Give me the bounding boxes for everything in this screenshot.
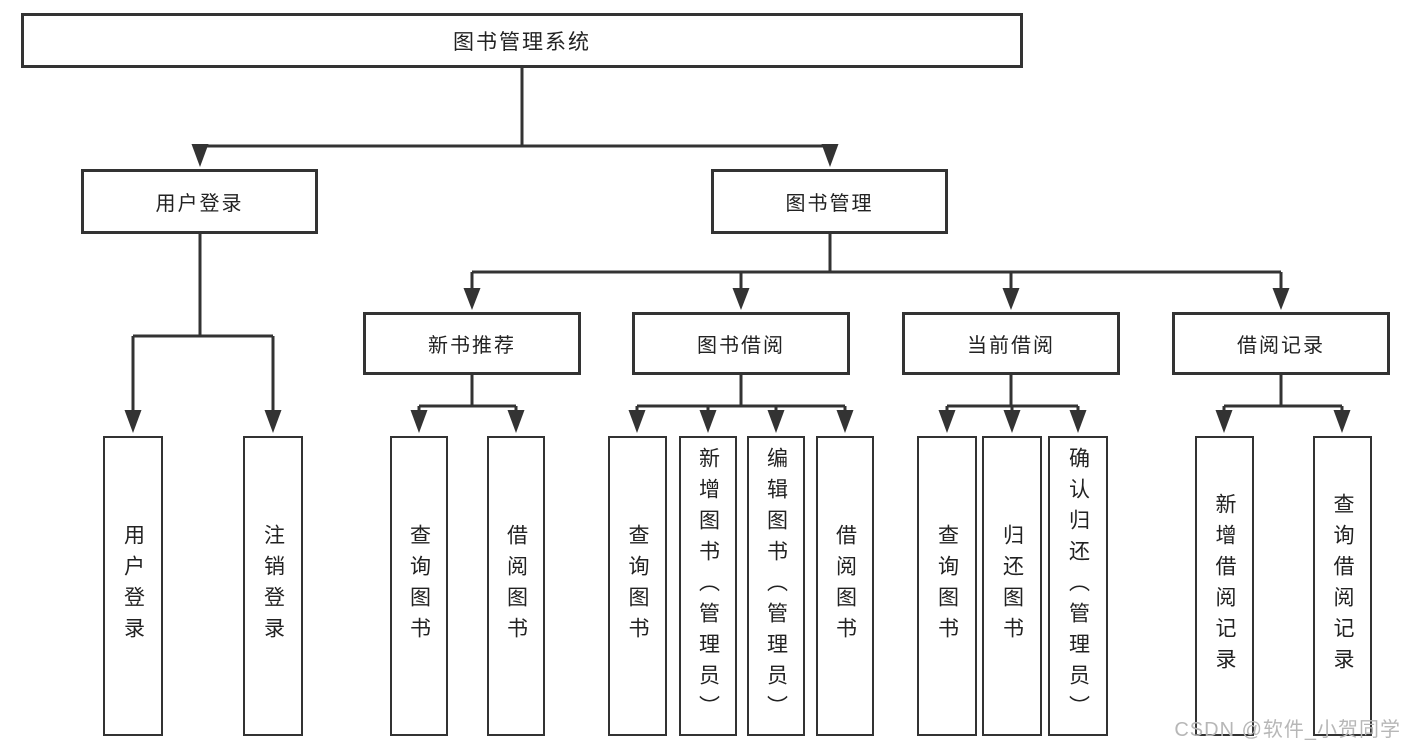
node-label: 借阅记录 bbox=[1237, 335, 1325, 357]
node-confirm-return-admin: 确认归还（管理员） bbox=[1048, 436, 1108, 736]
node-label: 查询图书 bbox=[626, 524, 650, 648]
node-book-borrowing: 图书借阅 bbox=[632, 312, 850, 375]
node-label: 借阅图书 bbox=[833, 524, 857, 648]
node-book-management: 图书管理 bbox=[711, 169, 948, 234]
node-label: 归还图书 bbox=[1000, 524, 1024, 648]
node-label: 图书管理系统 bbox=[453, 30, 591, 54]
node-label: 用户登录 bbox=[155, 193, 244, 215]
node-query-borrow-record: 查询借阅记录 bbox=[1313, 436, 1372, 736]
node-label: 查询借阅记录 bbox=[1331, 493, 1355, 679]
node-label: 借阅图书 bbox=[504, 524, 528, 648]
node-query-books-recommend: 查询图书 bbox=[390, 436, 448, 736]
node-return-books: 归还图书 bbox=[982, 436, 1042, 736]
node-library-management-system: 图书管理系统 bbox=[21, 13, 1023, 68]
node-label: 当前借阅 bbox=[967, 335, 1055, 357]
node-label: 新增图书（管理员） bbox=[696, 446, 720, 726]
node-label: 图书借阅 bbox=[697, 335, 785, 357]
node-label: 查询图书 bbox=[935, 524, 959, 648]
node-user-login-leaf: 用户登录 bbox=[103, 436, 163, 736]
node-user-login: 用户登录 bbox=[81, 169, 318, 234]
node-query-books-borrowing: 查询图书 bbox=[608, 436, 667, 736]
node-borrow-books-borrowing: 借阅图书 bbox=[816, 436, 874, 736]
node-borrow-books-recommend: 借阅图书 bbox=[487, 436, 545, 736]
node-label: 确认归还（管理员） bbox=[1066, 446, 1090, 726]
node-logout: 注销登录 bbox=[243, 436, 303, 736]
node-label: 编辑图书（管理员） bbox=[764, 446, 788, 726]
node-label: 新增借阅记录 bbox=[1213, 493, 1237, 679]
node-label: 用户登录 bbox=[121, 524, 145, 648]
watermark-text: CSDN @软件_小贺同学 bbox=[1174, 719, 1401, 741]
node-label: 新书推荐 bbox=[428, 335, 516, 357]
node-label: 注销登录 bbox=[261, 524, 285, 648]
node-label: 查询图书 bbox=[407, 524, 431, 648]
node-new-book-recommendation: 新书推荐 bbox=[363, 312, 581, 375]
node-add-borrow-record: 新增借阅记录 bbox=[1195, 436, 1254, 736]
node-borrowing-records: 借阅记录 bbox=[1172, 312, 1390, 375]
node-label: 图书管理 bbox=[785, 193, 874, 215]
node-query-books-current: 查询图书 bbox=[917, 436, 977, 736]
node-current-borrowing: 当前借阅 bbox=[902, 312, 1120, 375]
node-edit-books-admin: 编辑图书（管理员） bbox=[747, 436, 805, 736]
node-add-books-admin: 新增图书（管理员） bbox=[679, 436, 737, 736]
